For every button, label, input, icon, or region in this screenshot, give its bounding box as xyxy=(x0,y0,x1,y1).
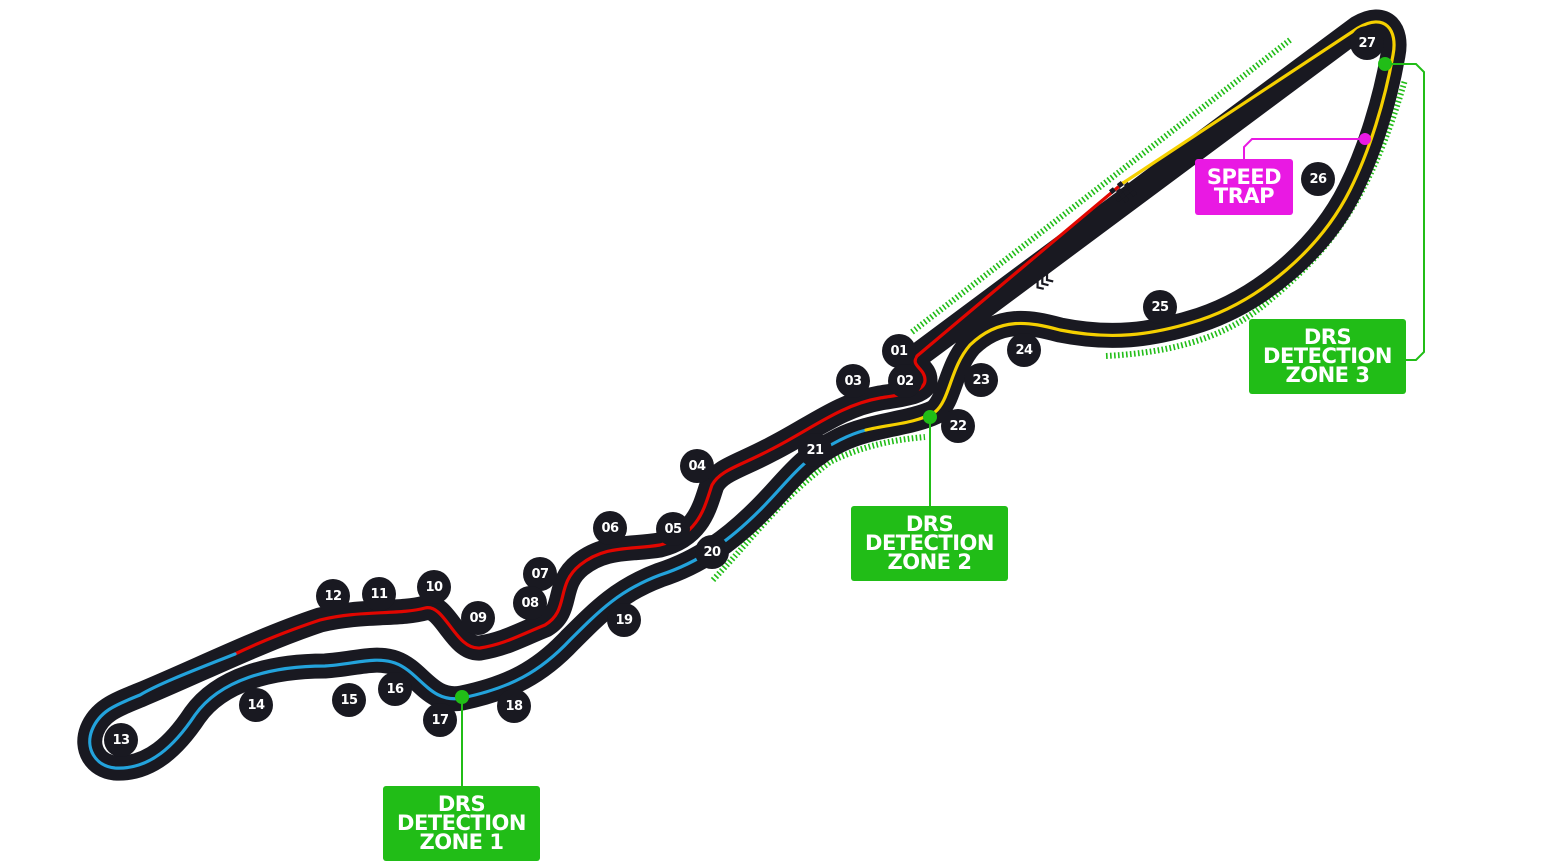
turn-marker-23: 23 xyxy=(964,363,998,397)
turn-marker-17: 17 xyxy=(423,703,457,737)
direction-chevron-icon xyxy=(1036,273,1054,290)
drs-detection-zone-2-label: DRS DETECTION ZONE 2 xyxy=(851,506,1008,581)
speed-trap-line-2: TRAP xyxy=(1213,184,1275,208)
turn-marker-04: 04 xyxy=(680,449,714,483)
drs-1-line-1: DRS xyxy=(437,791,486,816)
turn-marker-14: 14 xyxy=(239,688,273,722)
drs-1-line-3: ZONE 1 xyxy=(419,830,504,855)
drs-2-line-1: DRS xyxy=(905,511,954,536)
speed-trap-label: SPEED TRAP xyxy=(1195,159,1293,215)
turn-marker-26: 26 xyxy=(1301,162,1335,196)
drs-1-line-2: DETECTION xyxy=(397,810,526,835)
turn-marker-16: 16 xyxy=(378,672,412,706)
drs-strip-hairpin-run xyxy=(1105,79,1408,359)
drs-detection-zone-1-label: DRS DETECTION ZONE 1 xyxy=(383,786,540,861)
turn-marker-18: 18 xyxy=(497,689,531,723)
turn-marker-22: 22 xyxy=(941,409,975,443)
turn-marker-24: 24 xyxy=(1007,333,1041,367)
drs-detection-markers xyxy=(455,57,1425,787)
drs-3-leader xyxy=(1385,63,1425,361)
turn-marker-06: 06 xyxy=(593,511,627,545)
turn-marker-19: 19 xyxy=(607,603,641,637)
turn-marker-03: 03 xyxy=(836,364,870,398)
turn-marker-05: 05 xyxy=(656,512,690,546)
sector-3-line xyxy=(864,20,1396,432)
speed-trap-line-1: SPEED xyxy=(1206,164,1282,189)
turn-marker-25: 25 xyxy=(1143,290,1177,324)
drs-detection-zone-3-label: DRS DETECTION ZONE 3 xyxy=(1249,319,1406,394)
turn-marker-09: 09 xyxy=(461,601,495,635)
turn-marker-10: 10 xyxy=(417,570,451,604)
sector-2-line xyxy=(88,428,868,770)
drs-3-line-1: DRS xyxy=(1303,324,1352,349)
turn-marker-02: 02 xyxy=(888,364,922,398)
drs-3-line-2: DETECTION xyxy=(1263,343,1392,368)
turn-marker-20: 20 xyxy=(695,535,729,569)
drs-1-point xyxy=(455,690,469,704)
turn-marker-15: 15 xyxy=(332,683,366,717)
turn-marker-27: 27 xyxy=(1350,26,1384,60)
drs-2-point xyxy=(923,410,937,424)
sector-1-line xyxy=(233,181,1125,656)
turn-marker-01: 01 xyxy=(882,334,916,368)
turn-marker-12: 12 xyxy=(316,579,350,613)
drs-3-line-3: ZONE 3 xyxy=(1285,363,1370,388)
speed-trap-leader xyxy=(1243,138,1365,160)
turn-marker-21: 21 xyxy=(798,433,832,467)
drs-3-point xyxy=(1378,57,1392,71)
speed-trap-point xyxy=(1359,133,1371,145)
drs-2-line-3: ZONE 2 xyxy=(887,550,972,575)
turn-marker-11: 11 xyxy=(362,577,396,611)
chequered-flag-icon xyxy=(1108,181,1138,203)
drs-strip-back-straight xyxy=(710,434,926,583)
drs-2-line-2: DETECTION xyxy=(865,530,994,555)
turn-marker-07: 07 xyxy=(523,557,557,591)
drs-zone-strips xyxy=(710,37,1408,583)
turn-marker-13: 13 xyxy=(104,723,138,757)
turn-marker-08: 08 xyxy=(513,586,547,620)
